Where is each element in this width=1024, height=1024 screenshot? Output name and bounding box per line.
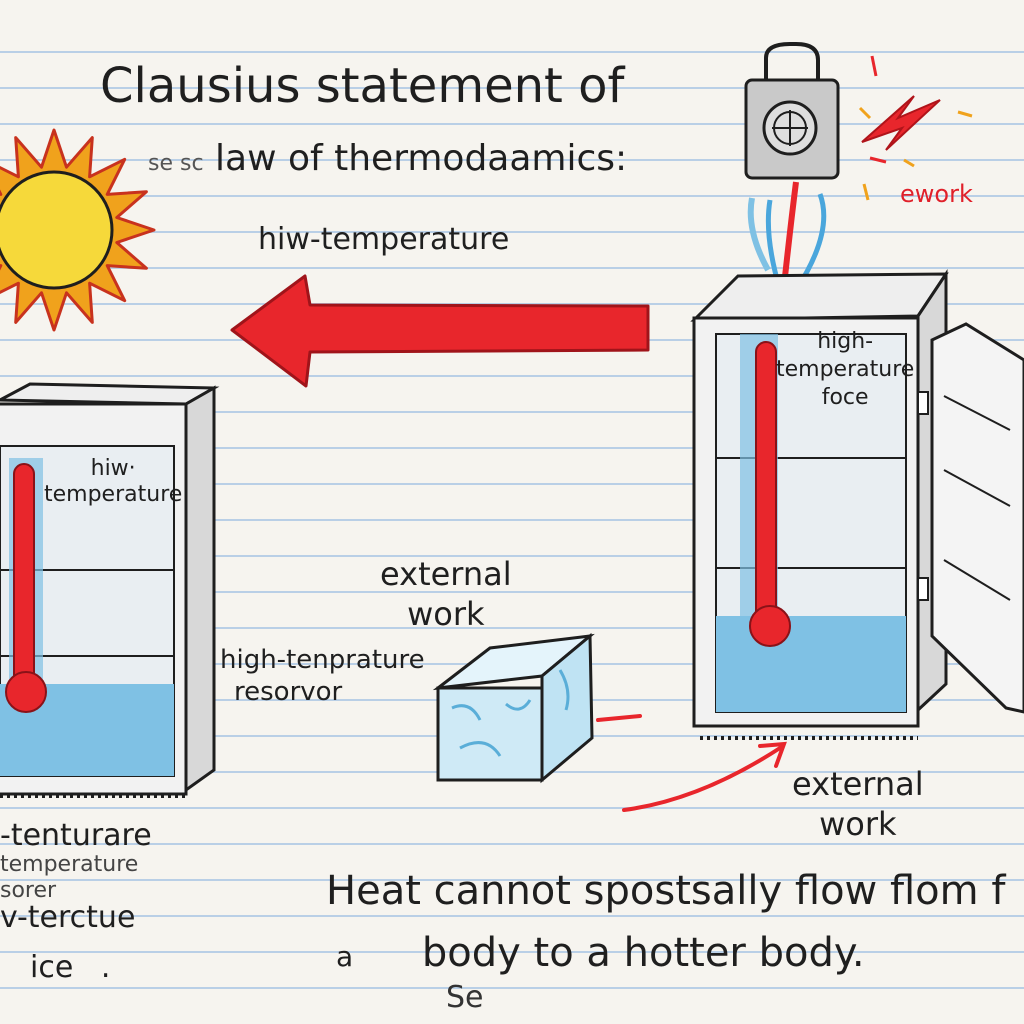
external-work-label-2-line-1: external <box>792 765 924 803</box>
thermometer-icon <box>5 458 47 713</box>
bottom-left-label-3: sorer <box>0 878 57 903</box>
se-mark: Se <box>446 980 484 1015</box>
reservoir-label-line-1: high-tenprature <box>220 645 425 675</box>
right-fridge-label-line-2: temperature <box>776 357 915 382</box>
bottom-left-label-2: temperature <box>0 852 139 877</box>
arrow-left-icon <box>230 274 650 388</box>
statement-line-2-text: body to a hotter body. <box>421 930 865 976</box>
right-fridge-label-line-1: high- <box>817 329 874 354</box>
red-arrows <box>596 714 787 812</box>
title-line-2-text: law of thermodaamics: <box>215 138 628 179</box>
ice-cube-icon <box>432 632 595 784</box>
right-fridge-label: high- temperature foce <box>776 328 914 412</box>
bottom-left-label-5: ice . <box>30 950 110 985</box>
external-work-label-2: external work <box>792 764 924 844</box>
title-line-1: Clausius statement of <box>100 58 625 114</box>
arrow-label: hiw-temperature <box>258 222 510 257</box>
lightning-icon <box>858 55 973 201</box>
bottom-left-label-5-dot: . <box>100 950 111 985</box>
title-line-2: se sc law of thermodaamics: <box>148 138 627 179</box>
ework-label: ework <box>900 180 973 208</box>
padlock-icon <box>744 42 840 180</box>
external-work-label-1-line-2: work <box>407 595 485 633</box>
left-fridge-label-line-2: temperature <box>44 482 183 507</box>
external-work-label-1: external work <box>380 554 512 634</box>
statement-line-2: a body to a hotter body. <box>336 930 865 976</box>
reservoir-label: high-tenprature resorvor <box>220 644 425 708</box>
thermometer-icon <box>740 334 791 647</box>
fridge-open-icon <box>690 269 1024 740</box>
statement-line-2-prefix: a <box>336 940 354 973</box>
statement-line-1: Heat cannot spostsally flow flom f <box>326 868 1006 914</box>
left-fridge-label-line-1: hiw· <box>90 456 136 481</box>
bottom-left-label-5-text: ice <box>30 950 74 985</box>
right-fridge-label-line-3: foce <box>821 385 869 410</box>
title-line-2-prefix: se sc <box>148 151 204 176</box>
left-fridge-label: hiw· temperature <box>44 456 182 508</box>
reservoir-label-line-2: resorvor <box>234 677 343 707</box>
sun-icon <box>0 128 156 332</box>
external-work-label-2-line-2: work <box>819 805 897 843</box>
bottom-left-label-4: v-terctue <box>0 900 136 935</box>
external-work-label-1-line-1: external <box>380 555 512 593</box>
bottom-left-label-1: -tenturare <box>0 818 152 853</box>
